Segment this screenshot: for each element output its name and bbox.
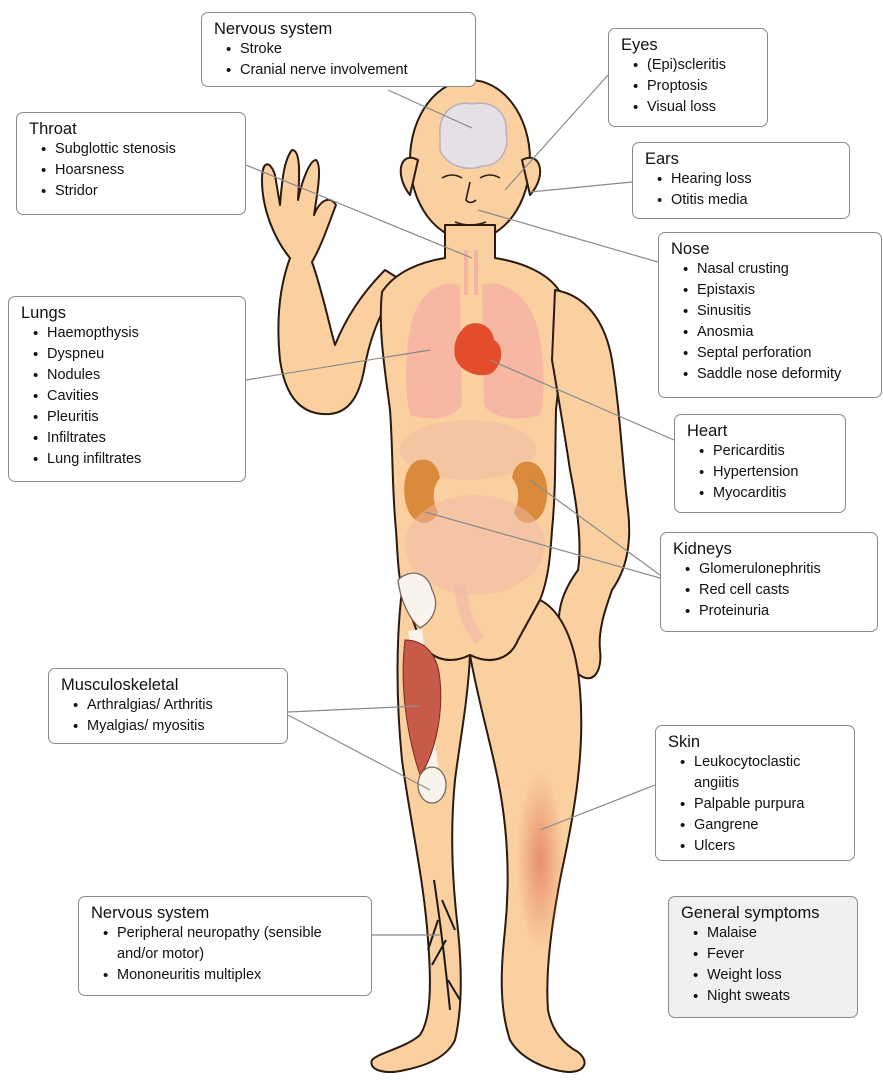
callout-item: Pericarditis [701,441,837,462]
callout-item: Gangrene [682,815,846,836]
callout-item: Arthralgias/ Arthritis [75,695,279,716]
callout-item: Proteinuria [687,601,869,622]
callout-item: Fever [695,944,849,965]
callout-title: Nervous system [91,903,363,923]
callout-item: Myocarditis [701,483,837,504]
callout-item: Red cell casts [687,580,869,601]
callout-item: Weight loss [695,965,849,986]
callout-item: Visual loss [635,97,759,118]
callout-item: Proptosis [635,76,759,97]
callout-nervous-system-head: Nervous system Stroke Cranial nerve invo… [201,12,476,87]
callout-item: Stridor [43,181,237,202]
callout-item: Stroke [228,39,467,60]
callout-skin: Skin Leukocytoclastic angiitis Palpable … [655,725,855,861]
callout-item: Otitis media [659,190,841,211]
callout-general-symptoms: General symptoms Malaise Fever Weight lo… [668,896,858,1018]
purpura-patch [516,770,564,950]
brain [440,103,507,168]
callout-item: Lung infiltrates [35,449,237,470]
callout-item: Glomerulonephritis [687,559,869,580]
callout-item: Leukocytoclastic angiitis [682,752,846,794]
callout-item: Subglottic stenosis [43,139,237,160]
callout-item: Sinusitis [685,301,873,322]
callout-nose: Nose Nasal crusting Epistaxis Sinusitis … [658,232,882,398]
leader-ears [530,182,632,192]
callout-title: Throat [29,119,237,139]
callout-item: Anosmia [685,322,873,343]
callout-title: Musculoskeletal [61,675,279,695]
callout-throat: Throat Subglottic stenosis Hoarsness Str… [16,112,246,215]
callout-title: Heart [687,421,837,441]
knee-bone [418,767,446,803]
callout-title: Kidneys [673,539,869,559]
callout-item: Dyspneu [35,344,237,365]
callout-title: Nervous system [214,19,467,39]
callout-item: Peripheral neuropathy (sensible and/or m… [105,923,363,965]
callout-title: Eyes [621,35,759,55]
callout-item: Hoarsness [43,160,237,181]
callout-item: Mononeuritis multiplex [105,965,363,986]
callout-item: Infiltrates [35,428,237,449]
callout-item: Nasal crusting [685,259,873,280]
callout-kidneys: Kidneys Glomerulonephritis Red cell cast… [660,532,878,632]
callout-item: Ulcers [682,836,846,857]
callout-heart: Heart Pericarditis Hypertension Myocardi… [674,414,846,513]
callout-title: Lungs [21,303,237,323]
callout-title: Skin [668,732,846,752]
callout-title: Ears [645,149,841,169]
callout-musculoskeletal: Musculoskeletal Arthralgias/ Arthritis M… [48,668,288,744]
callout-item: Haemopthysis [35,323,237,344]
callout-item: Malaise [695,923,849,944]
callout-lungs: Lungs Haemopthysis Dyspneu Nodules Cavit… [8,296,246,482]
callout-item: Septal perforation [685,343,873,364]
callout-item: Myalgias/ myositis [75,716,279,737]
callout-item: Night sweats [695,986,849,1007]
callout-item: Cavities [35,386,237,407]
leader-nose [478,210,658,262]
hanging-arm [552,290,629,678]
callout-title: Nose [671,239,873,259]
callout-item: Nodules [35,365,237,386]
callout-item: Saddle nose deformity [685,364,873,385]
callout-item: Cranial nerve involvement [228,60,467,81]
callout-item: Hearing loss [659,169,841,190]
callout-item: Hypertension [701,462,837,483]
callout-item: Epistaxis [685,280,873,301]
callout-title: General symptoms [681,903,849,923]
callout-item: (Epi)scleritis [635,55,759,76]
callout-ears: Ears Hearing loss Otitis media [632,142,850,219]
callout-eyes: Eyes (Epi)scleritis Proptosis Visual los… [608,28,768,127]
callout-item: Pleuritis [35,407,237,428]
callout-nervous-system-leg: Nervous system Peripheral neuropathy (se… [78,896,372,996]
callout-item: Palpable purpura [682,794,846,815]
